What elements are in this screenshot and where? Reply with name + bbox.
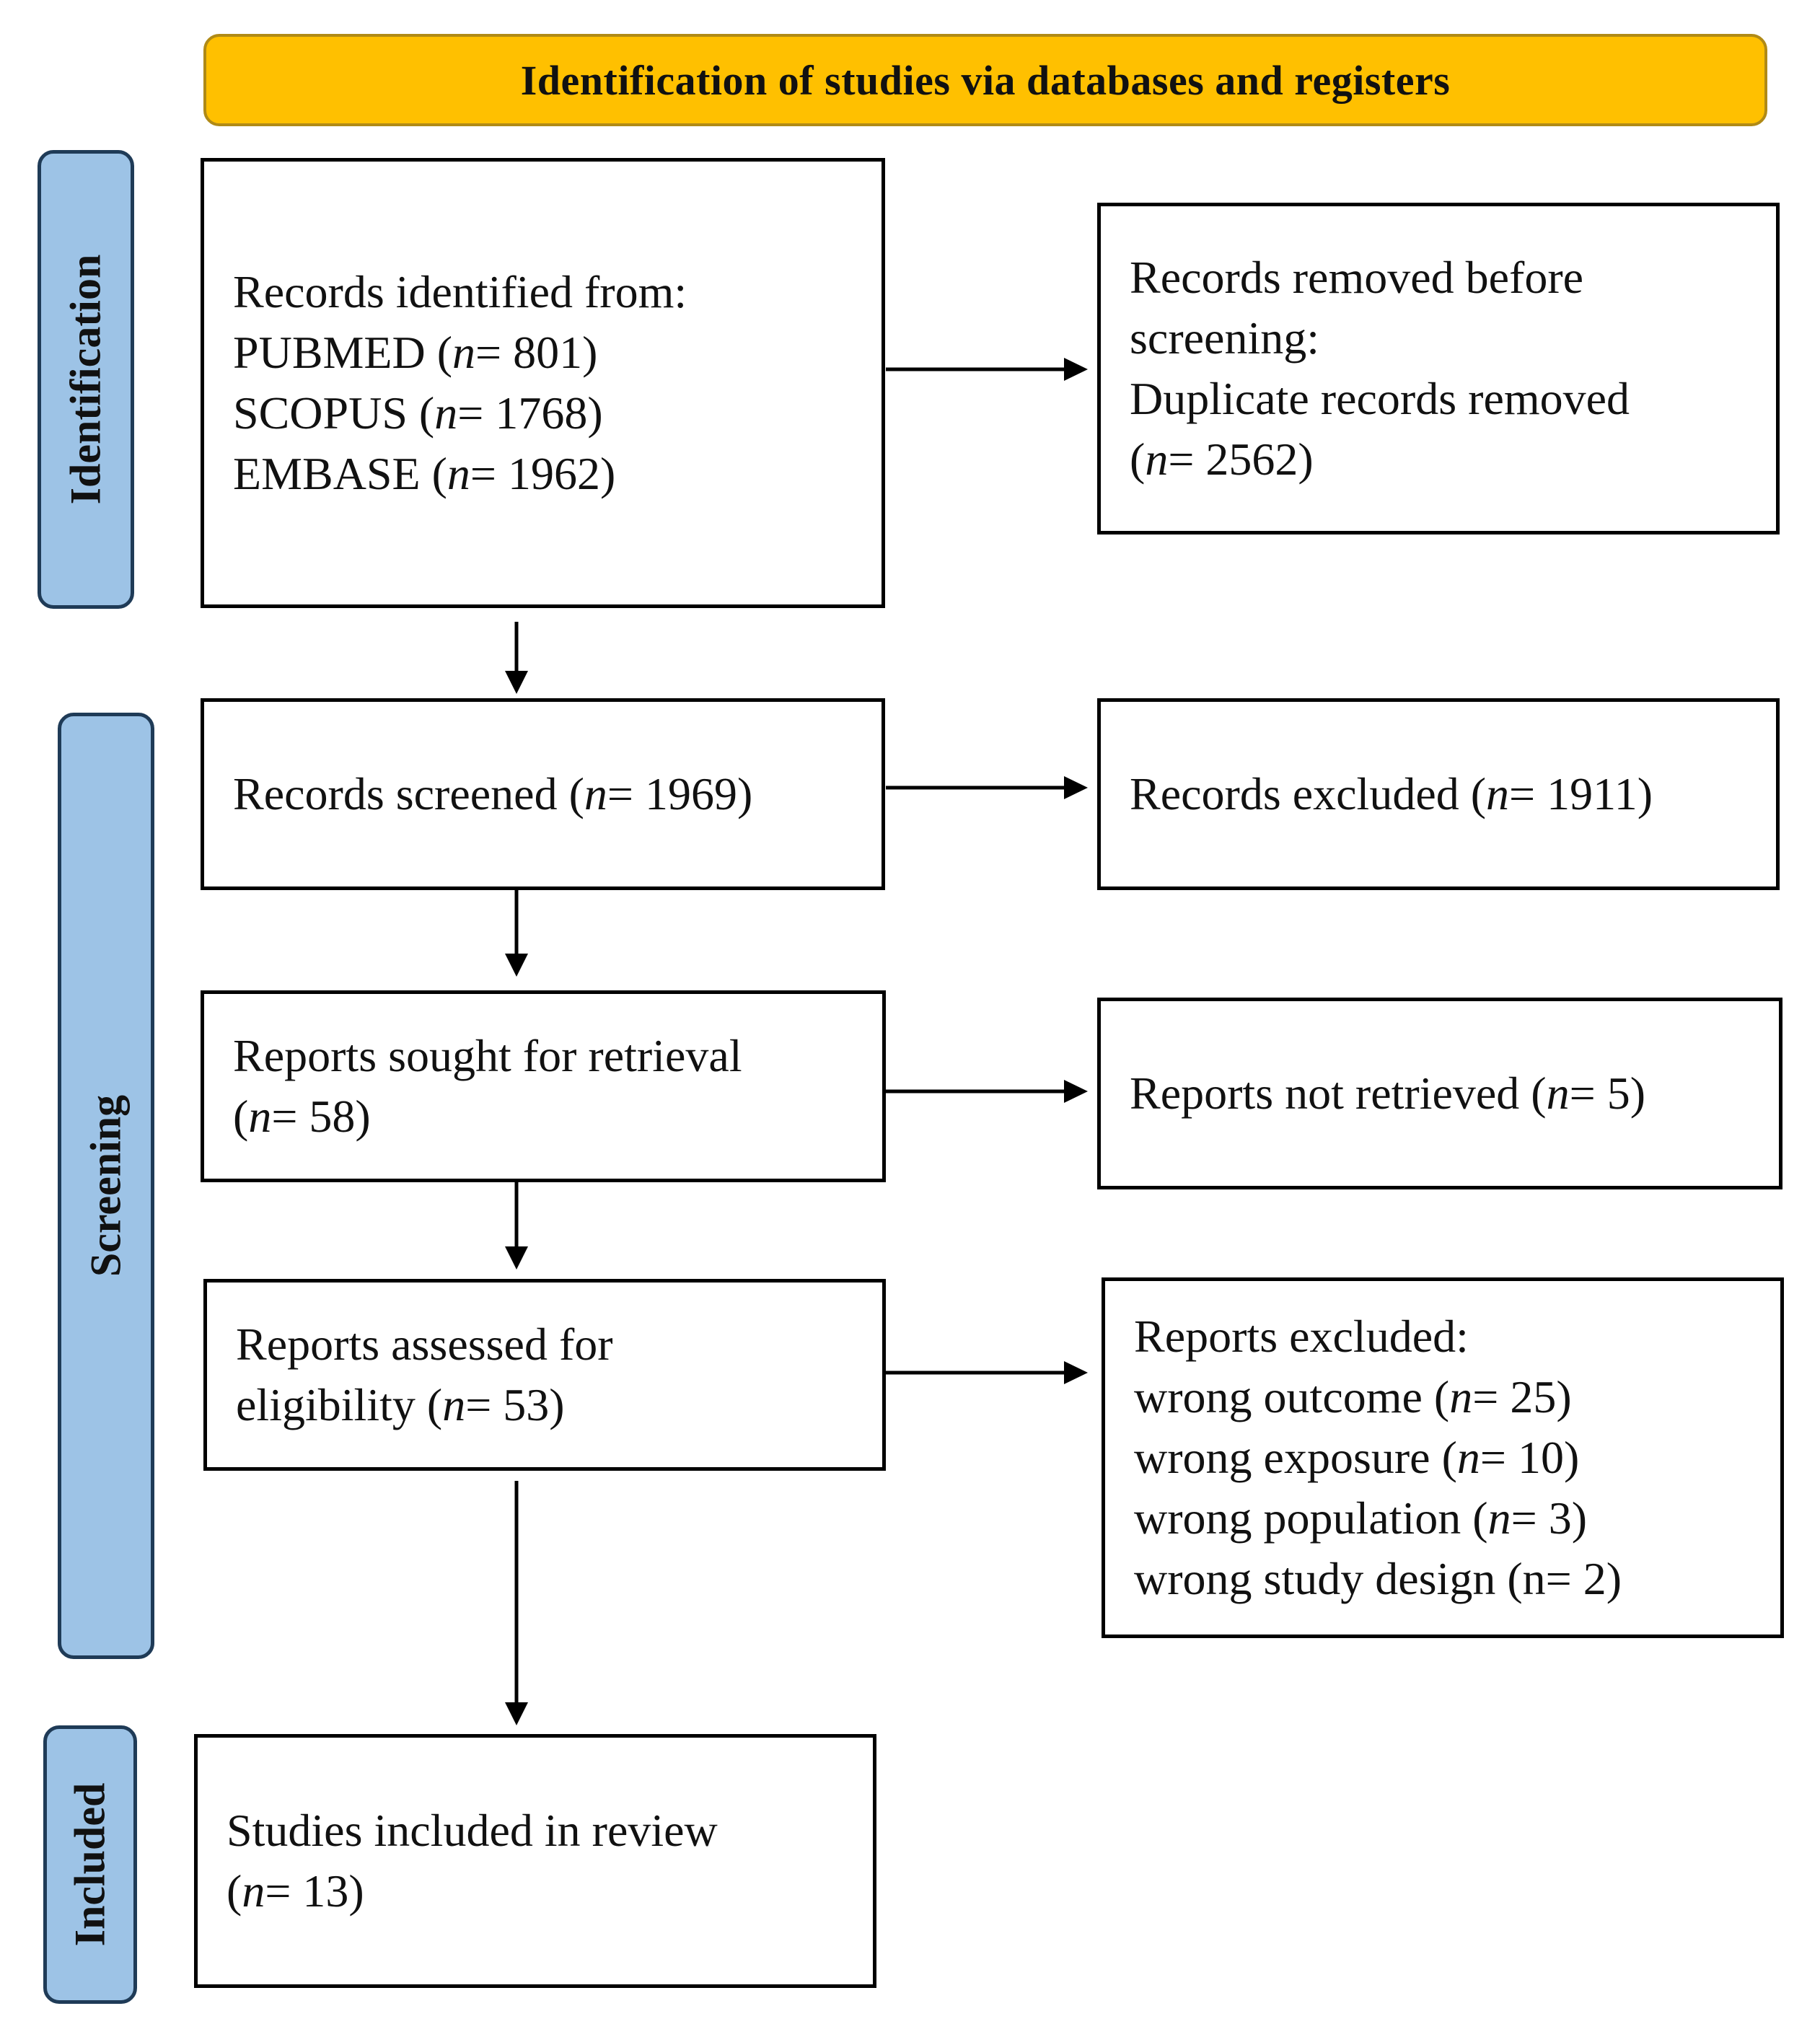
box-records-excluded: Records excluded (n= 1911) (1097, 698, 1780, 890)
reports-sought-line: (n= 58) (233, 1086, 882, 1147)
n-symbol: n (1486, 768, 1510, 819)
line-text: ( (233, 1091, 249, 1142)
line-count: = 801) (475, 327, 598, 378)
arrow-to-reports-not-retrieved (886, 1080, 1088, 1103)
line-text: wrong study design (n= 2) (1134, 1553, 1622, 1604)
header-identification-bar: Identification of studies via databases … (203, 34, 1767, 126)
line-count: = 2562) (1168, 434, 1314, 485)
arrow-to-reports-excluded (886, 1361, 1088, 1384)
records-removed-line: Records removed before (1130, 247, 1776, 308)
line-text: ( (1130, 434, 1146, 485)
line-count: = 1969) (607, 768, 753, 819)
line-text: wrong population ( (1134, 1492, 1488, 1544)
reports-excluded-line: wrong study design (n= 2) (1134, 1549, 1780, 1609)
line-text: Reports not retrieved ( (1130, 1068, 1547, 1119)
arrow-to-records-excluded (886, 776, 1088, 799)
line-text: eligibility ( (236, 1379, 443, 1430)
line-count: = 25) (1472, 1371, 1572, 1422)
records-identified-line: EMBASE (n= 1962) (233, 444, 882, 504)
arrow-to-reports-assessed (505, 1182, 528, 1270)
line-text: screening: (1130, 312, 1319, 364)
records-identified-line: PUBMED (n= 801) (233, 322, 882, 383)
stage-included: Included (43, 1725, 137, 2004)
n-symbol: n (447, 448, 470, 499)
box-reports-excluded: Reports excluded:wrong outcome (n= 25)wr… (1102, 1277, 1784, 1638)
reports-assessed-line: Reports assessed for (236, 1314, 882, 1375)
line-count: = 1911) (1509, 768, 1653, 819)
n-symbol: n (442, 1379, 466, 1430)
line-text: PUBMED ( (233, 327, 453, 378)
line-text: ( (227, 1865, 242, 1917)
arrow-to-studies-included (505, 1481, 528, 1725)
reports-excluded-line: Reports excluded: (1134, 1306, 1780, 1367)
n-symbol: n (248, 1091, 272, 1142)
line-text: Records removed before (1130, 252, 1584, 303)
line-text: wrong outcome ( (1134, 1371, 1450, 1422)
box-records-screened: Records screened (n= 1969) (201, 698, 885, 890)
n-symbol: n (1546, 1068, 1570, 1119)
records-removed-line: Duplicate records removed (1130, 369, 1776, 429)
arrow-to-reports-sought (505, 890, 528, 977)
box-reports-sought: Reports sought for retrieval(n= 58) (201, 990, 886, 1182)
n-symbol: n (452, 327, 476, 378)
line-count: = 10) (1480, 1432, 1580, 1483)
line-count: = 53) (465, 1379, 565, 1430)
n-symbol: n (1456, 1432, 1480, 1483)
line-text: EMBASE ( (233, 448, 447, 499)
n-symbol: n (1487, 1492, 1511, 1544)
line-count: = 13) (265, 1865, 364, 1917)
records-identified-line: SCOPUS (n= 1768) (233, 383, 882, 444)
studies-included-line: (n= 13) (227, 1861, 873, 1922)
reports-excluded-line: wrong outcome (n= 25) (1134, 1367, 1780, 1427)
box-records-removed: Records removed before screening: Duplicat… (1097, 203, 1780, 534)
stage-screening: Screening (58, 713, 154, 1659)
box-studies-included: Studies included in review(n= 13) (194, 1734, 876, 1988)
records-identified-line: Records identified from: (233, 262, 882, 322)
line-count: = 1768) (457, 387, 603, 439)
box-records-identified: Records identified from:PUBMED (n= 801)S… (201, 158, 885, 608)
n-symbol: n (434, 387, 458, 439)
line-text: Records screened ( (233, 768, 584, 819)
reports-sought-line: Reports sought for retrieval (233, 1026, 882, 1086)
n-symbol: n (242, 1865, 265, 1917)
n-symbol: n (1449, 1371, 1473, 1422)
reports-not-retrieved-line: Reports not retrieved (n= 5) (1130, 1063, 1779, 1124)
n-symbol: n (584, 768, 607, 819)
arrow-to-records-screened (505, 622, 528, 694)
line-text: Reports assessed for (236, 1319, 613, 1370)
line-text: SCOPUS ( (233, 387, 435, 439)
records-removed-line: screening: (1130, 308, 1776, 369)
line-text: Reports sought for retrieval (233, 1030, 742, 1081)
line-text: wrong exposure ( (1134, 1432, 1457, 1483)
reports-excluded-line: wrong exposure (n= 10) (1134, 1427, 1780, 1488)
records-screened-line: Records screened (n= 1969) (233, 764, 882, 824)
line-text: Duplicate records removed (1130, 373, 1630, 424)
arrow-to-records-removed (886, 358, 1088, 381)
line-count: = 5) (1569, 1068, 1645, 1119)
header-title: Identification of studies via databases … (520, 56, 1451, 104)
line-text: Records identified from: (233, 266, 687, 317)
reports-excluded-line: wrong population (n= 3) (1134, 1488, 1780, 1549)
line-count: = 1962) (470, 448, 616, 499)
stage-identification: Identification (38, 150, 134, 609)
line-text: Studies included in review (227, 1805, 718, 1856)
records-excluded-line: Records excluded (n= 1911) (1130, 764, 1776, 824)
n-symbol: n (1145, 434, 1169, 485)
records-removed-line: (n= 2562) (1130, 429, 1776, 490)
reports-assessed-line: eligibility (n= 53) (236, 1375, 882, 1435)
box-reports-not-retrieved: Reports not retrieved (n= 5) (1097, 998, 1782, 1189)
line-count: = 58) (271, 1091, 371, 1142)
studies-included-line: Studies included in review (227, 1800, 873, 1861)
line-count: = 3) (1511, 1492, 1587, 1544)
line-text: Records excluded ( (1130, 768, 1487, 819)
line-text: Reports excluded: (1134, 1311, 1469, 1362)
